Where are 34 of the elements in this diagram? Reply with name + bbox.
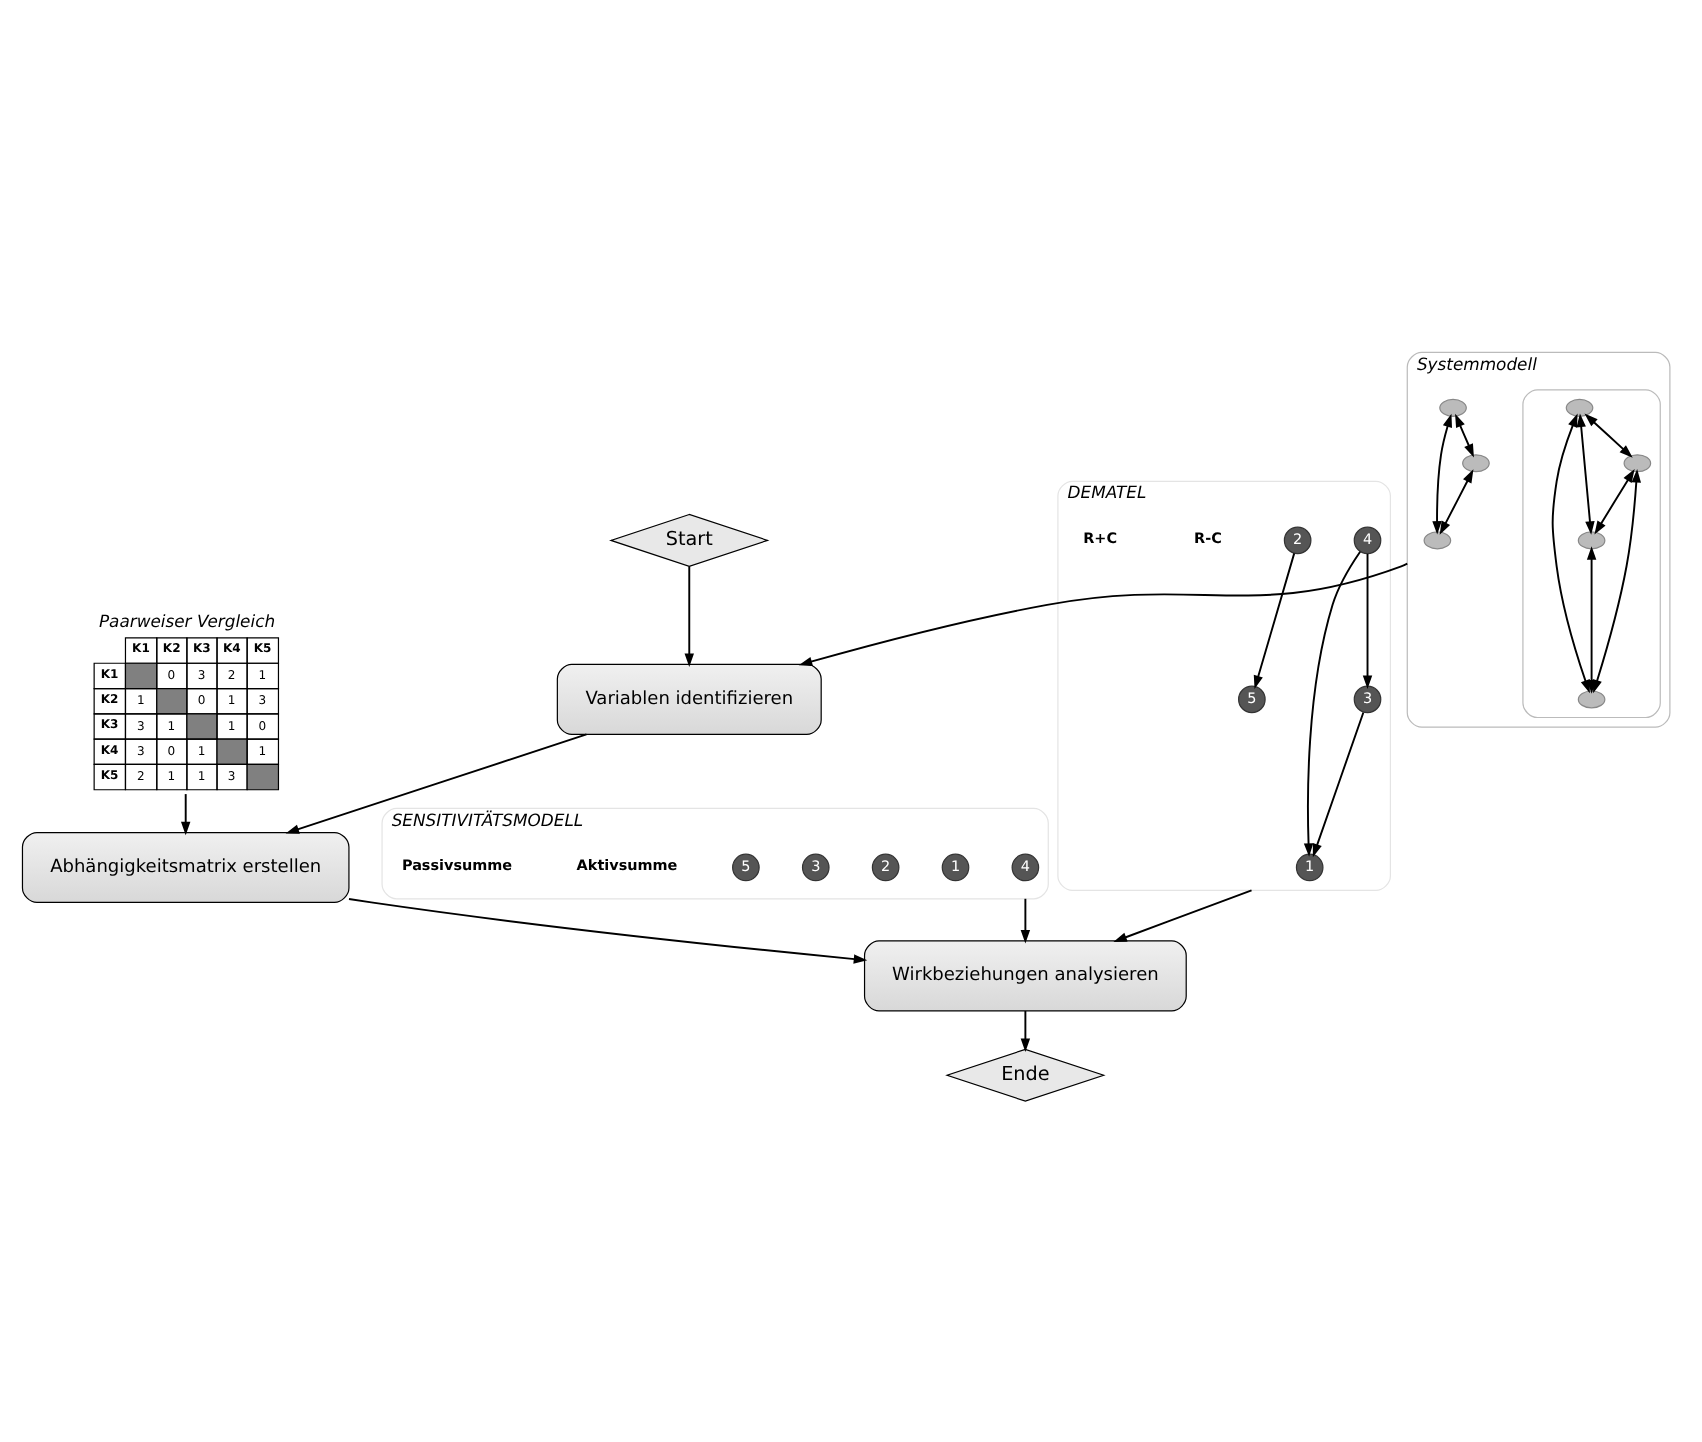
arrow [1455,412,1474,457]
node-label: Paarweiser Vergleich [98,610,276,631]
arrow [348,897,868,963]
node-circle [1565,397,1594,416]
node-circle [1577,689,1606,708]
node-box: Wirkbeziehungen analysieren [863,939,1187,1011]
arrow [180,792,191,835]
node-box: Abhängigkeitsmatrix erstellen [21,830,350,902]
arrow [1439,468,1474,534]
arrow [1253,551,1296,689]
arrow [1594,467,1635,534]
node-box: Variablen identifizieren [556,662,822,734]
arrow [798,561,1409,666]
arrow [1113,888,1253,941]
node-diamond: Ende [945,1047,1106,1101]
arrow [1576,412,1595,534]
arrow [684,564,694,667]
cluster: Systemmodell [1406,350,1671,727]
node-circle [1577,530,1606,549]
node-circle [1462,453,1490,472]
arrow [1020,896,1031,943]
arrow [1303,549,1362,856]
arrow [285,732,588,833]
arrow [1362,551,1373,688]
arrow [1551,412,1590,693]
cluster [1522,388,1661,718]
arrow [1020,1009,1031,1052]
arrow [1312,710,1365,857]
node-circle [1439,397,1467,416]
node-diamond: Start [609,512,770,566]
node-circle [1423,530,1452,549]
node-circle [1623,453,1652,472]
arrow [1432,412,1452,534]
arrow [1584,412,1633,457]
